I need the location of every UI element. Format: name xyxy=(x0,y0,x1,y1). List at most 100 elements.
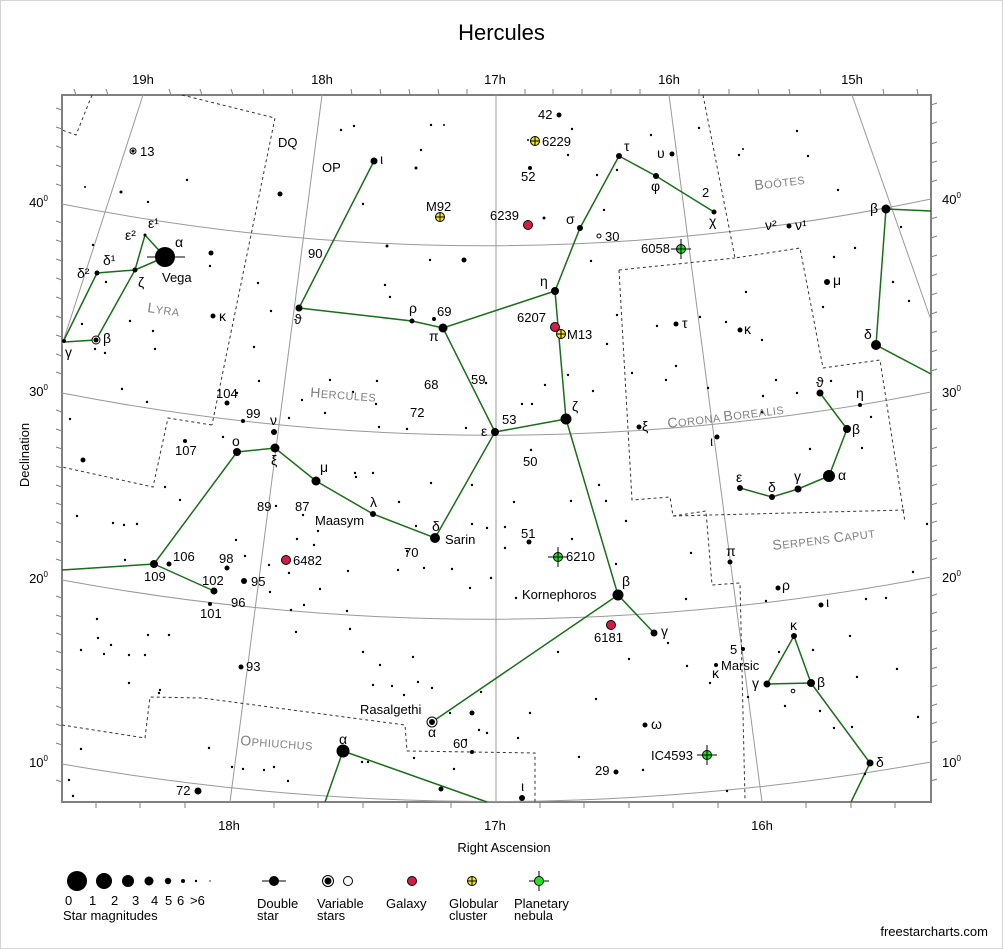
star-label: 98 xyxy=(219,551,233,566)
magnitude-values: 0 1 2 3 4 5 6 >6 xyxy=(65,893,205,908)
greek-star-label: ι xyxy=(710,433,713,449)
dec-tick-label: 300 xyxy=(29,383,48,399)
star-label: 87 xyxy=(295,499,309,514)
star-label: 90 xyxy=(308,246,322,261)
credit-link[interactable]: freestarcharts.com xyxy=(880,924,988,939)
star-label: 53 xyxy=(502,412,516,427)
galaxy-legend-icon xyxy=(407,876,417,886)
star-label: 109 xyxy=(144,569,166,584)
dec-tick-label: 100 xyxy=(942,754,961,770)
star-label: Rasalgethi xyxy=(360,702,422,717)
variable-star-icon xyxy=(322,875,353,887)
greek-star-label: δ xyxy=(768,479,776,495)
constellation-name: LYRA xyxy=(147,299,181,319)
greek-star-label: γ xyxy=(794,468,801,484)
greek-star-label: β xyxy=(103,330,111,346)
greek-star-label: η xyxy=(540,273,548,289)
greek-star-label: α xyxy=(175,234,183,250)
ra-tick-label: 17h xyxy=(484,72,506,87)
galaxy-label: Galaxy xyxy=(386,896,427,911)
greek-star-label: ω xyxy=(651,716,662,732)
double-star-icon xyxy=(262,876,286,886)
greek-star-label: α xyxy=(339,731,347,747)
greek-star-label: δ xyxy=(876,754,884,770)
ra-tick-label: 18h xyxy=(311,72,333,87)
star-label: 6210 xyxy=(566,549,595,564)
star-label: 106 xyxy=(173,549,195,564)
star-label: 51 xyxy=(521,526,535,541)
greek-star-label: ρ xyxy=(409,300,417,316)
greek-star-label: τ xyxy=(682,315,688,331)
greek-star-label: ρ xyxy=(782,577,790,593)
star-label: 72 xyxy=(176,783,190,798)
greek-star-label: π xyxy=(726,543,736,559)
planetary-nebula-icon xyxy=(548,239,717,765)
greek-star-label: ν¹ xyxy=(795,217,807,233)
star-label: 68 xyxy=(424,377,438,392)
double-star-label: Double star xyxy=(257,896,299,923)
constellation-name: BOÖTES xyxy=(753,171,805,193)
greek-star-label: γ xyxy=(65,344,72,360)
greek-star-label: ϑ xyxy=(816,374,824,390)
dec-tick-label: 200 xyxy=(29,570,48,586)
globular-cluster-label: Globular cluster xyxy=(449,896,499,923)
greek-star-label: ι xyxy=(521,778,524,794)
star-label: 107 xyxy=(175,443,197,458)
star-label: 99 xyxy=(246,406,260,421)
greek-star-label: κ xyxy=(219,308,227,324)
greek-star-label: δ² xyxy=(77,265,90,281)
greek-star-label: ε² xyxy=(125,227,136,243)
greek-star-label: κ xyxy=(790,617,798,633)
greek-star-label: μ xyxy=(320,459,328,475)
dec-tick-label: 400 xyxy=(29,194,48,210)
star-label: 93 xyxy=(246,659,260,674)
star-label: 89 xyxy=(257,499,271,514)
star-label: 102 xyxy=(202,573,224,588)
star-label: OP xyxy=(322,160,341,175)
star-label: 2 xyxy=(702,185,709,200)
constellation-name: SERPENS CAPUT xyxy=(771,524,876,553)
constellation-lines xyxy=(61,154,932,803)
greek-star-label: δ¹ xyxy=(103,252,116,268)
greek-star-label: β xyxy=(622,573,630,589)
greek-star-label: ζ xyxy=(138,274,144,290)
dec-tick-label: 200 xyxy=(942,569,961,585)
dec-tick-label: 400 xyxy=(942,191,961,207)
star-label: DQ xyxy=(278,135,298,150)
magnitudes-title: Star magnitudes xyxy=(63,908,158,923)
greek-star-label: π xyxy=(429,328,439,344)
greek-star-label: γ xyxy=(661,623,668,639)
constellation-name: OPHIUCHUS xyxy=(240,732,314,753)
star-label: 96 xyxy=(231,595,245,610)
x-axis-title: Right Ascension xyxy=(457,840,550,855)
greek-star-label: β xyxy=(817,674,825,690)
globular-cluster-icon xyxy=(435,136,566,339)
star-label: Kornephoros xyxy=(522,587,597,602)
star-label: 69 xyxy=(437,304,451,319)
dec-tick-label: 100 xyxy=(29,754,48,770)
star-label: 5 xyxy=(730,642,737,657)
star-label: 60 xyxy=(453,736,467,751)
greek-star-label: α xyxy=(838,467,846,483)
y-axis-title: Declination xyxy=(17,423,32,487)
greek-star-label: η xyxy=(856,385,864,401)
ra-tick-label: 19h xyxy=(132,72,154,87)
star-label: 6229 xyxy=(542,134,571,149)
greek-star-label: β xyxy=(852,421,860,437)
star-label: 13 xyxy=(140,144,154,159)
greek-star-label: σ xyxy=(566,211,575,227)
star-label: 6239 xyxy=(490,208,519,223)
star-label: 52 xyxy=(521,169,535,184)
legend: 0 1 2 3 4 5 6 >6 Star magnitudes Double … xyxy=(60,868,620,928)
star-label: M13 xyxy=(567,327,592,342)
star-label: 30 xyxy=(605,229,619,244)
star-label: 72 xyxy=(410,405,424,420)
greek-star-label: υ xyxy=(657,145,665,161)
star-label: 6058 xyxy=(641,241,670,256)
star-label: 6181 xyxy=(594,630,623,645)
ra-tick-label: 16h xyxy=(751,818,773,833)
star-label: 70 xyxy=(404,545,418,560)
greek-star-label: μ xyxy=(833,272,841,288)
